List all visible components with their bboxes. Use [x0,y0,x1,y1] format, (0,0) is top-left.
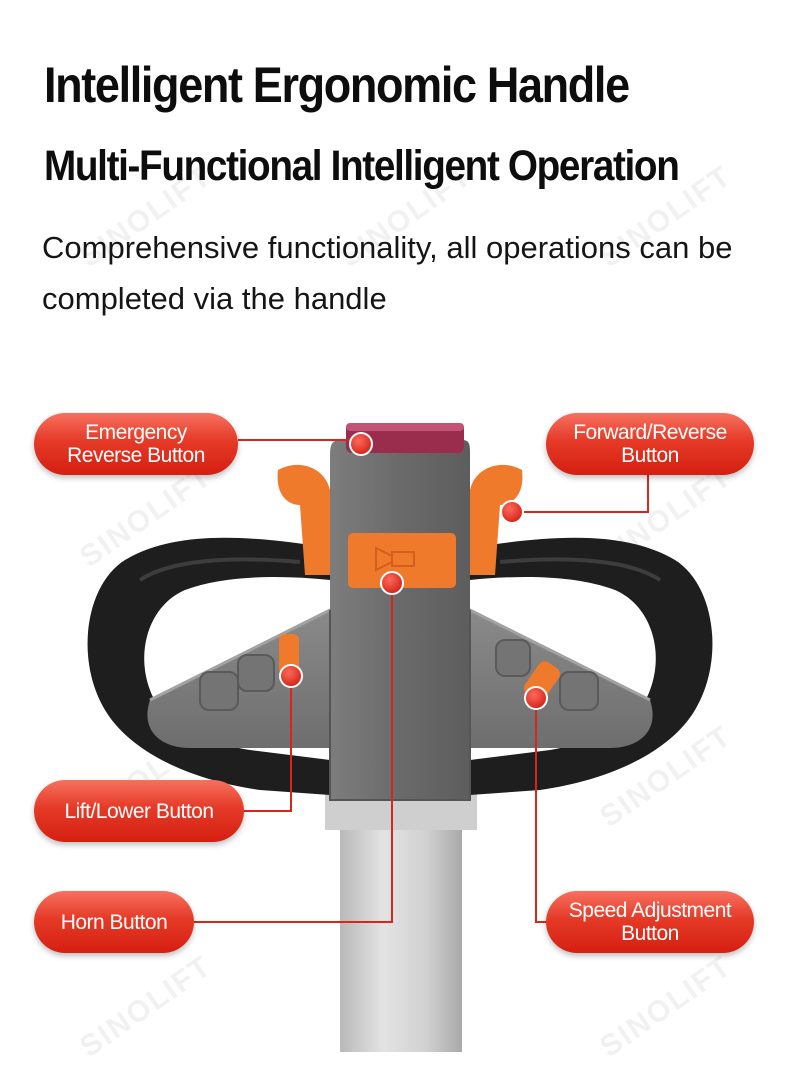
callout-lift-lower: Lift/Lower Button [34,780,244,842]
callout-text: Speed Adjustment [568,899,732,922]
marker-dot [500,500,524,524]
callout-speed-adjustment: Speed Adjustment Button [546,891,754,953]
lift-lower-toggle [279,634,299,674]
callout-text: Reverse Button [67,444,205,467]
callout-text: Button [621,922,679,945]
page-description: Comprehensive functionality, all operati… [42,230,733,316]
callout-text: Lift/Lower Button [64,799,214,823]
callout-text: Forward/Reverse [573,421,727,444]
callout-horn: Horn Button [34,891,194,953]
marker-dot [380,571,404,595]
callout-emergency-reverse: Emergency Reverse Button [34,413,238,475]
handle-body [330,440,470,800]
marker-dot [349,432,373,456]
page-subheadline: Multi-Functional Intelligent Operation [44,142,680,190]
grip-loop [87,537,330,795]
horn-icon [375,546,415,572]
forward-reverse-paddle-left [277,464,335,575]
callout-text: Emergency [85,421,187,444]
page-headline: Intelligent Ergonomic Handle [44,57,630,113]
callout-forward-reverse: Forward/Reverse Button [546,413,754,475]
marker-dot [524,686,548,710]
callout-text: Button [621,444,679,467]
marker-dot [279,664,303,688]
callout-text: Horn Button [60,910,168,934]
